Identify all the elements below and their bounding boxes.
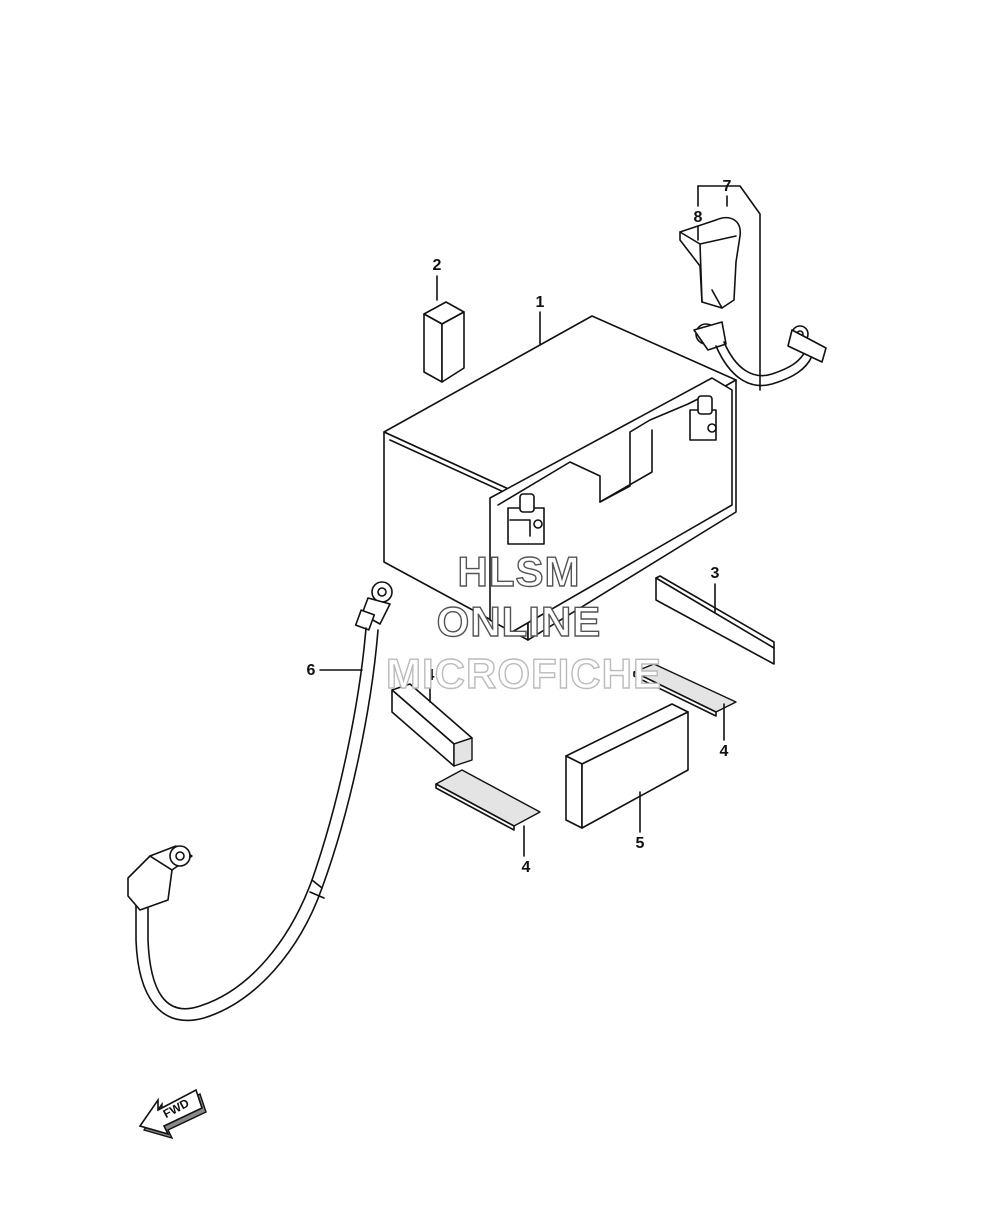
pad-part-4-bottom[interactable]	[435, 769, 541, 831]
callout-4-right: 4	[720, 743, 729, 760]
cable-part-7[interactable]	[693, 321, 827, 387]
callout-1: 1	[536, 294, 545, 311]
cap-part-8[interactable]	[679, 216, 741, 309]
callout-8: 8	[694, 209, 703, 226]
cable-part-6[interactable]	[127, 581, 393, 1022]
callout-3: 3	[711, 565, 720, 582]
callout-5: 5	[636, 835, 645, 852]
fwd-arrow-icon: FWD	[138, 1088, 207, 1140]
callout-7: 7	[723, 178, 732, 195]
pad-part-4-left[interactable]	[391, 683, 473, 767]
watermark-line-1: HLSM	[458, 548, 581, 595]
leader-lines	[319, 185, 761, 857]
watermark-line-3: MICROFICHE	[386, 650, 662, 697]
pad-part-4-right[interactable]	[633, 663, 737, 717]
battery[interactable]	[383, 315, 737, 641]
callout-4-bottom: 4	[522, 859, 531, 876]
block-part-5[interactable]	[565, 703, 689, 829]
callout-2: 2	[433, 257, 442, 274]
callout-6: 6	[307, 662, 316, 679]
callout-labels: 1 2 3 4 4 4 5 6 7 8	[307, 178, 732, 876]
callout-4-left: 4	[426, 667, 435, 684]
watermark-line-2: ONLINE	[437, 598, 602, 645]
watermark: HLSM ONLINE MICROFICHE	[385, 547, 662, 697]
strip-part-3[interactable]	[655, 575, 775, 665]
pad-part-2[interactable]	[423, 301, 465, 383]
